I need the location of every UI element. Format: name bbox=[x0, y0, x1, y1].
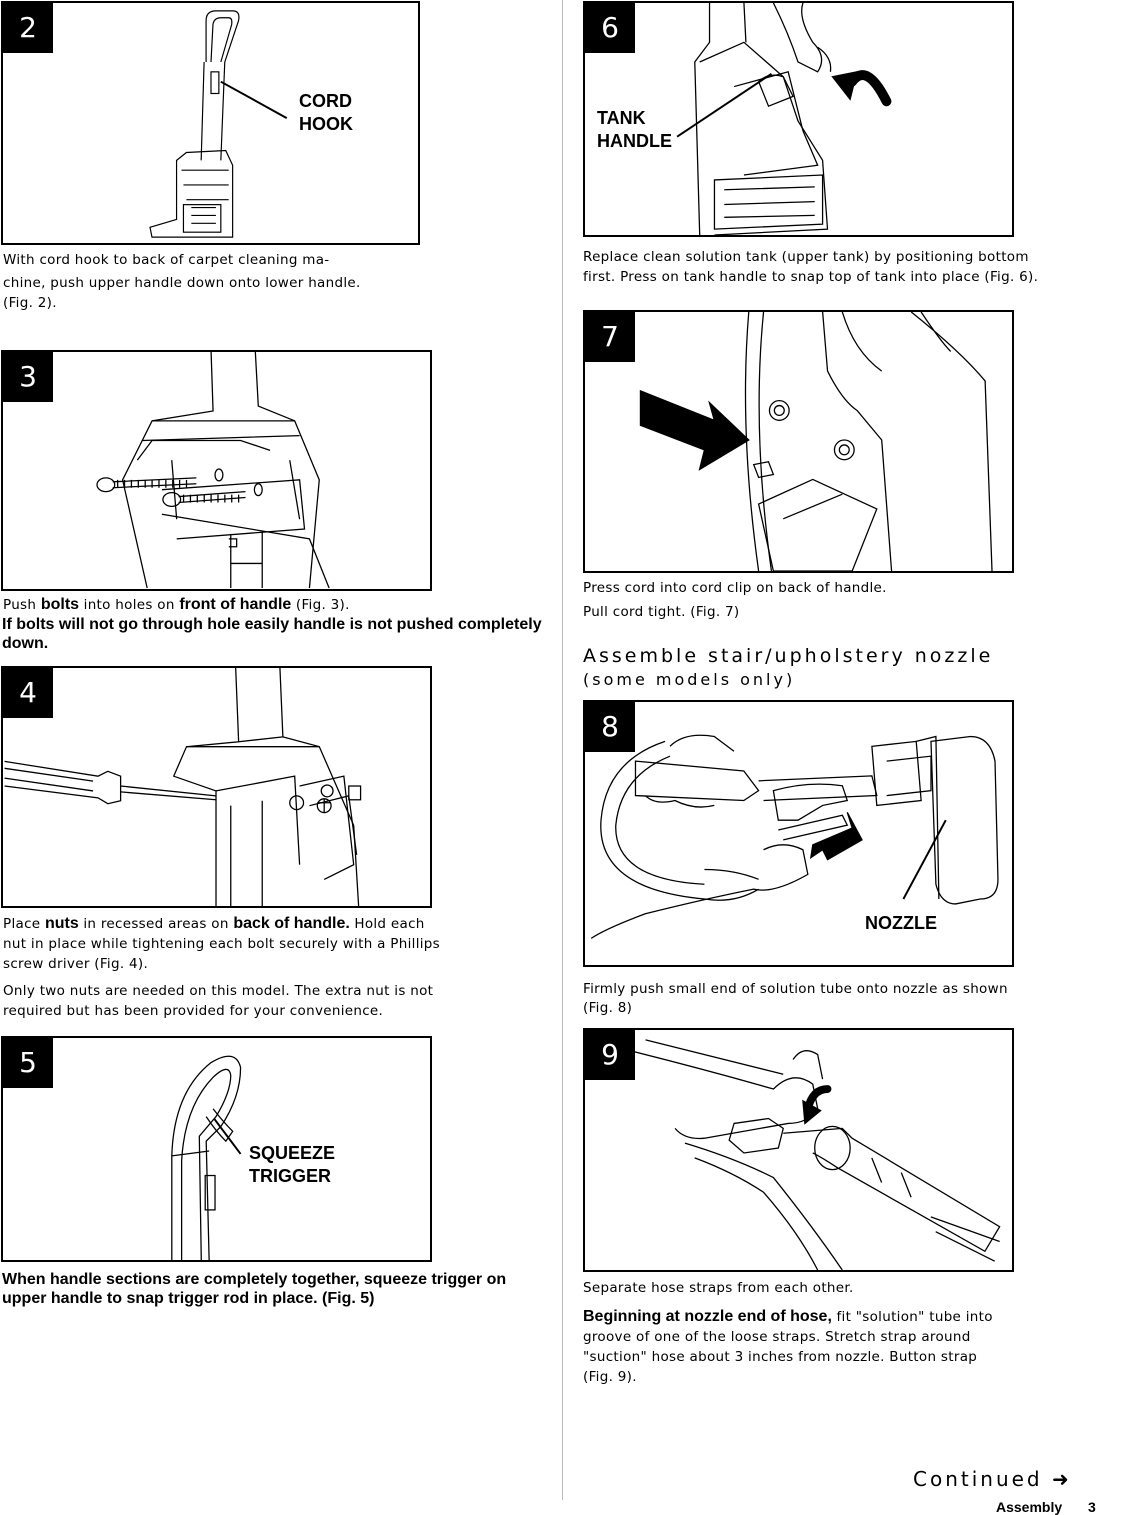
text-bold: Beginning at nozzle end of hose, bbox=[583, 1308, 832, 1325]
text-bold: nuts bbox=[44, 915, 79, 932]
figure-number: 2 bbox=[3, 3, 53, 53]
figure-2: 2 CORD HOOK bbox=[1, 1, 420, 245]
text-span: fit "solution" tube into bbox=[831, 1309, 993, 1325]
step-8-text: Firmly push small end of solution tube o… bbox=[583, 980, 1121, 1018]
callout-nozzle: NOZZLE bbox=[865, 913, 937, 933]
text-line: nut in place while tightening each bolt … bbox=[3, 936, 441, 952]
text-span: Push bbox=[3, 597, 41, 613]
callout-cord-hook: CORD HOOK bbox=[299, 91, 353, 134]
callout-tank-handle: TANK HANDLE bbox=[597, 108, 672, 151]
footer-section: Assembly bbox=[996, 1499, 1063, 1515]
figure-number: 3 bbox=[3, 352, 53, 402]
section-heading: Assemble stair/upholstery nozzle bbox=[583, 645, 994, 667]
section-subheading: (some models only) bbox=[583, 670, 796, 689]
text-line: first. Press on tank handle to snap top … bbox=[583, 269, 1039, 285]
text-line: Firmly push small end of solution tube o… bbox=[583, 981, 1008, 997]
step-6-text: Replace clean solution tank (upper tank)… bbox=[583, 247, 1121, 287]
text-span: Place bbox=[3, 916, 45, 932]
figure-9: 9 bbox=[583, 1028, 1014, 1272]
text-line: Press cord into cord clip on back of han… bbox=[583, 580, 887, 596]
figure-3-illustration bbox=[96, 352, 330, 589]
text-line: With cord hook to back of carpet cleanin… bbox=[3, 252, 330, 268]
figure-3: 3 bbox=[1, 350, 432, 591]
step-3-warning: If bolts will not go through hole easily… bbox=[2, 616, 542, 652]
figure-8: 8 NOZZLE bbox=[583, 700, 1014, 967]
text-bold: bolts bbox=[40, 596, 80, 613]
figure-6-illustration bbox=[676, 3, 892, 235]
step-9-text: Separate hose straps from each other. Be… bbox=[583, 1278, 1121, 1387]
figure-5-illustration bbox=[171, 1055, 242, 1260]
figure-6: 6 TANK HANDLE bbox=[583, 1, 1014, 237]
text-line: required but has been provided for your … bbox=[3, 1003, 384, 1019]
figure-8-illustration bbox=[590, 734, 999, 939]
text-line: Place nuts in recessed areas on back of … bbox=[3, 914, 543, 934]
step-5-text: When handle sections are completely toge… bbox=[2, 1271, 507, 1307]
text-bold: back of handle. bbox=[233, 915, 350, 932]
text-line: groove of one of the loose straps. Stret… bbox=[583, 1329, 971, 1345]
continued-text: Continued bbox=[913, 1467, 1043, 1491]
step-4-text: Place nuts in recessed areas on back of … bbox=[3, 914, 543, 1021]
text-bold: front of handle bbox=[179, 596, 292, 613]
figure-5: 5 SQUEEZE TRIGGER bbox=[1, 1036, 432, 1262]
text-line: Beginning at nozzle end of hose, fit "so… bbox=[583, 1307, 1121, 1327]
text-line: Pull cord tight. (Fig. 7) bbox=[583, 604, 740, 620]
text-span: into holes on bbox=[79, 597, 180, 613]
step-3-text: Push bolts into holes on front of handle… bbox=[3, 595, 543, 615]
figure-number: 7 bbox=[585, 312, 635, 362]
footer: Assembly 3 bbox=[996, 1499, 1096, 1515]
figure-2-illustration bbox=[149, 10, 288, 238]
figure-number: 9 bbox=[585, 1030, 635, 1080]
text-line: (Fig. 2). bbox=[3, 295, 57, 311]
figure-4: 4 bbox=[1, 666, 432, 908]
text-line: chine, push upper handle down onto lower… bbox=[3, 275, 361, 291]
continued-label: Continued ➜ bbox=[913, 1467, 1069, 1491]
arrow-right-icon: ➜ bbox=[1052, 1467, 1069, 1491]
page-number: 3 bbox=[1088, 1499, 1096, 1515]
text-span: in recessed areas on bbox=[78, 916, 234, 932]
text-line: Separate hose straps from each other. bbox=[583, 1280, 854, 1296]
text-line: (Fig. 8) bbox=[583, 1000, 633, 1016]
figure-number: 8 bbox=[585, 702, 635, 752]
figure-9-illustration bbox=[625, 1039, 1001, 1270]
figure-7-illustration bbox=[639, 312, 993, 571]
text-line: (Fig. 9). bbox=[583, 1369, 637, 1385]
step-2-text: With cord hook to back of carpet cleanin… bbox=[3, 250, 453, 313]
figure-number: 4 bbox=[3, 668, 53, 718]
text-span: Hold each bbox=[349, 916, 425, 932]
text-line: "suction" hose about 3 inches from nozzl… bbox=[583, 1349, 978, 1365]
column-divider bbox=[562, 0, 563, 1500]
step-7-text: Press cord into cord clip on back of han… bbox=[583, 578, 1121, 622]
text-line: Only two nuts are needed on this model. … bbox=[3, 983, 434, 999]
text-line: screw driver (Fig. 4). bbox=[3, 956, 149, 972]
text-line: Replace clean solution tank (upper tank)… bbox=[583, 249, 1029, 265]
figure-number: 5 bbox=[3, 1038, 53, 1088]
text-span: (Fig. 3). bbox=[291, 597, 350, 613]
callout-squeeze-trigger: SQUEEZE TRIGGER bbox=[249, 1143, 336, 1186]
figure-4-illustration bbox=[4, 668, 362, 906]
figure-number: 6 bbox=[585, 3, 635, 53]
figure-7: 7 bbox=[583, 310, 1014, 573]
